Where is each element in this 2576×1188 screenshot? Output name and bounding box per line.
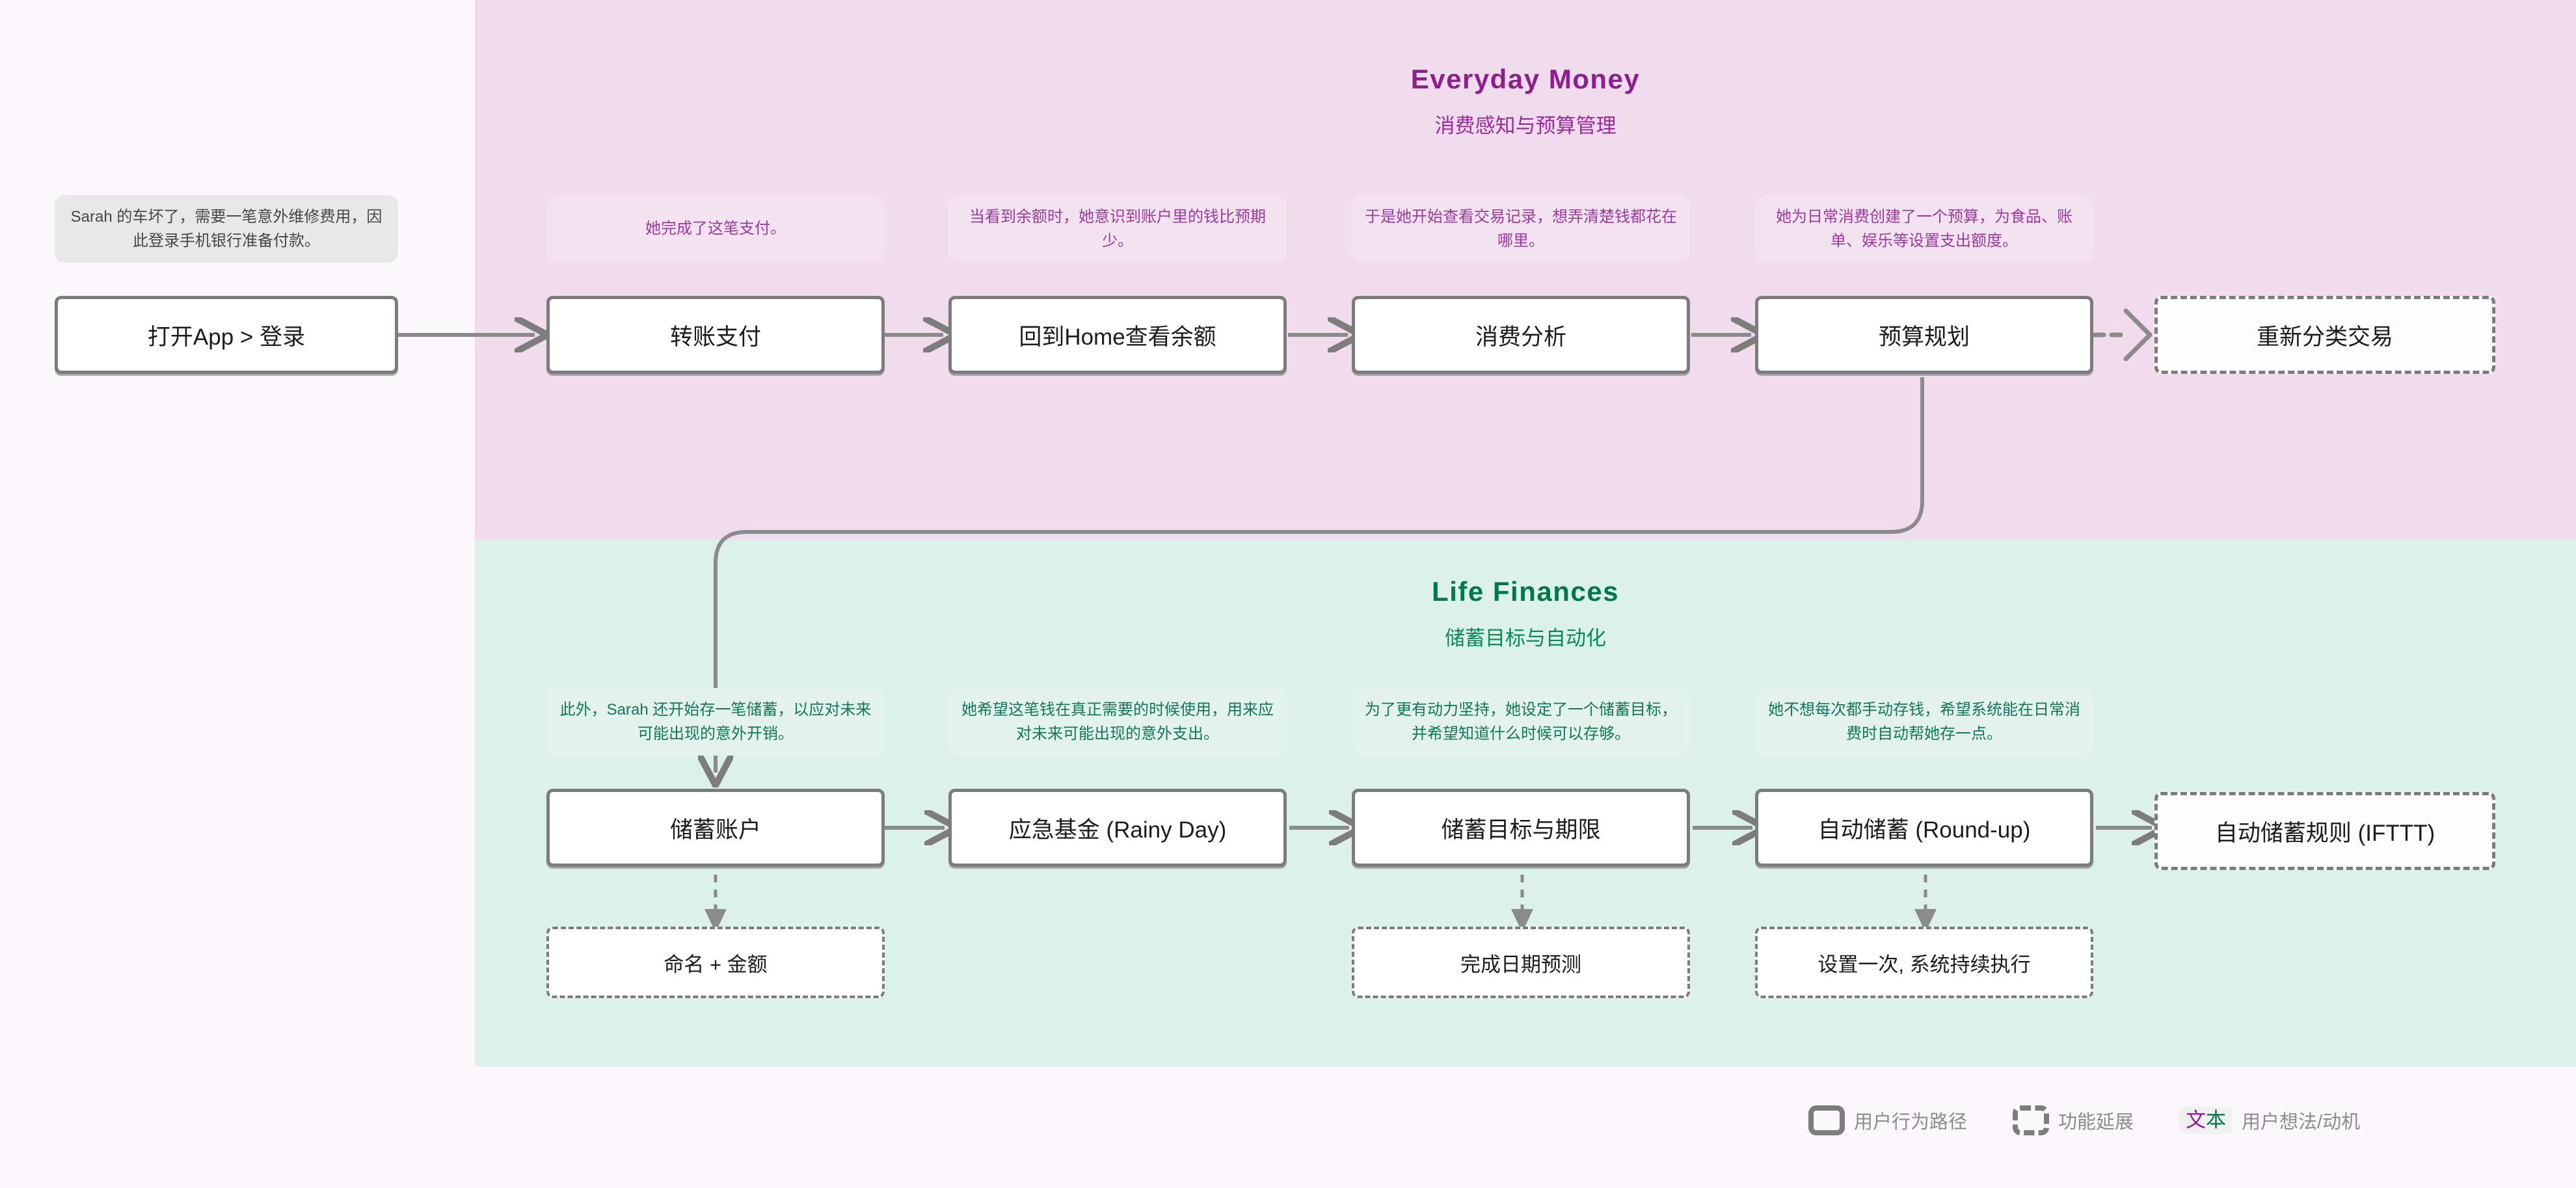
node-rainy-day-fund[interactable]: 应急基金 (Rainy Day): [948, 789, 1287, 867]
text-chip-left: 文: [2186, 1108, 2207, 1131]
legend: 用户行为路径 功能延展 文本 用户想法/动机: [1808, 1105, 2360, 1135]
dashed-rounded-rect-icon: [2013, 1105, 2050, 1135]
node-budget-planning[interactable]: 预算规划: [1755, 296, 2093, 374]
node-transfer-payment[interactable]: 转账支付: [546, 296, 885, 374]
note-everyday-4: 她为日常消费创建了一个预算，为食品、账单、娱乐等设置支出额度。: [1755, 195, 2093, 263]
legend-item-user-path: 用户行为路径: [1808, 1105, 1967, 1135]
note-life-2: 她希望这笔钱在真正需要的时候使用，用来应对未来可能出现的意外支出。: [948, 688, 1287, 756]
legend-label-feature-extension: 功能延展: [2058, 1112, 2134, 1133]
everyday-money-band: [475, 0, 2576, 540]
node-open-app-login[interactable]: 打开App > 登录: [55, 296, 398, 374]
legend-label-user-path: 用户行为路径: [1854, 1112, 1968, 1133]
node-recategorize-transactions[interactable]: 重新分类交易: [2154, 296, 2495, 374]
node-auto-save-rules-ifttt[interactable]: 自动储蓄规则 (IFTTT): [2154, 792, 2495, 870]
subnode-completion-date-forecast[interactable]: 完成日期预测: [1352, 927, 1690, 998]
note-everyday-1: 她完成了这笔支付。: [546, 195, 885, 263]
node-home-check-balance[interactable]: 回到Home查看余额: [948, 296, 1287, 374]
legend-label-user-thoughts: 用户想法/动机: [2242, 1112, 2361, 1133]
node-savings-account[interactable]: 储蓄账户: [546, 789, 885, 867]
legend-item-user-thoughts: 文本 用户想法/动机: [2179, 1106, 2361, 1135]
node-auto-save-roundup[interactable]: 自动储蓄 (Round-up): [1755, 789, 2093, 867]
solid-rounded-rect-icon: [1808, 1105, 1845, 1135]
note-intro: Sarah 的车坏了，需要一笔意外维修费用，因此登录手机银行准备付款。: [55, 195, 398, 263]
text-chip-right: 本: [2206, 1108, 2227, 1131]
node-savings-goal-term[interactable]: 储蓄目标与期限: [1352, 789, 1690, 867]
note-everyday-2: 当看到余额时，她意识到账户里的钱比预期少。: [948, 195, 1287, 263]
node-spending-analysis[interactable]: 消费分析: [1352, 296, 1690, 374]
note-life-3: 为了更有动力坚持，她设定了一个储蓄目标，并希望知道什么时候可以存够。: [1352, 688, 1690, 756]
subnode-set-once-runs-forever[interactable]: 设置一次, 系统持续执行: [1755, 927, 2093, 998]
note-everyday-3: 于是她开始查看交易记录，想弄清楚钱都花在哪里。: [1352, 195, 1690, 263]
note-life-1: 此外，Sarah 还开始存一笔储蓄，以应对未来可能出现的意外开销。: [546, 688, 885, 756]
subnode-name-amount[interactable]: 命名 + 金额: [546, 927, 885, 998]
note-life-4: 她不想每次都手动存钱，希望系统能在日常消费时自动帮她存一点。: [1755, 688, 2093, 756]
legend-item-feature-extension: 功能延展: [2013, 1105, 2134, 1135]
text-chip-icon: 文本: [2179, 1106, 2233, 1135]
